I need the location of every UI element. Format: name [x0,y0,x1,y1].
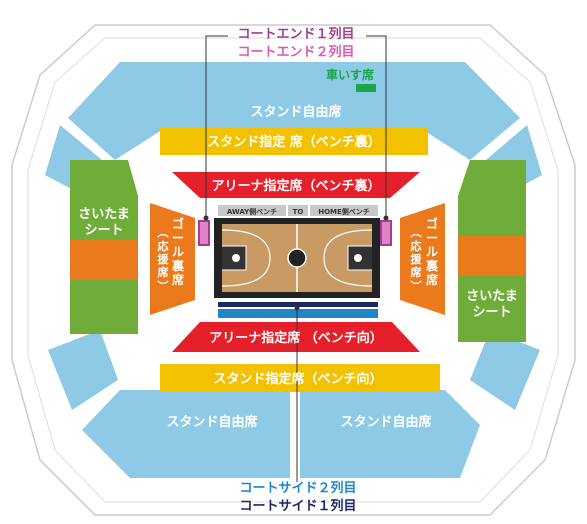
svg-text:援: 援 [411,252,423,266]
bench-away-label: AWAY側ベンチ [227,207,277,216]
court-end-leader-left-dot [203,215,209,221]
court-end-leader-right-dot [383,215,389,221]
saitama-seat-right-accent [458,236,526,276]
saitama-seat-right-top[interactable] [458,160,526,196]
court-three-left [221,229,271,287]
svg-text:ー: ー [426,231,438,245]
wheelchair-label: 車いす席 [326,67,374,82]
court-side-row1-label: コートサイド１列目 [239,498,356,514]
arena-reserved-bench-back[interactable] [172,172,420,198]
svg-text:席: 席 [411,265,422,279]
saitama-seat-left-lower[interactable] [70,314,138,334]
court-center-circle [287,248,307,268]
goal-back-left[interactable] [150,203,195,315]
stand-free-bottom-left[interactable] [82,390,290,478]
svg-text:ゴ: ゴ [426,216,438,231]
goal-back-left-label: ゴ ー ル 裏 席 ︵ 応 援 席 ︶ [157,216,185,293]
court-end-row1-label: コートエンド１列目 [237,26,354,42]
svg-text:席: 席 [426,272,438,287]
court-side-row2-label: コートサイド２列目 [239,480,356,496]
court-hoop-right [354,254,362,262]
bench-to-label: TO [293,208,304,216]
svg-text:応: 応 [158,239,169,253]
svg-text:︶: ︶ [157,279,170,293]
stand-free-bottom-right-label: スタンド自由席 [340,414,431,430]
svg-text:ル: ル [172,245,184,259]
svg-text:席: 席 [172,272,184,287]
saitama-seat-right-label-2: シート [472,305,511,320]
goal-back-right[interactable] [400,203,445,315]
stand-free-top[interactable] [68,62,520,160]
saitama-seat-left-label-1: さいたま [78,207,130,222]
stand-reserved-bench-back-label: スタンド指定 席（ベンチ裏） [207,134,381,150]
svg-text:援: 援 [158,252,170,266]
saitama-seat-right-label-1: さいたま [466,289,518,304]
saitama-seat-left-accent [70,240,138,280]
wheelchair-seat[interactable] [356,84,376,92]
bench-to [288,205,308,216]
arena-reserved-bench-front-label: アリーナ指定席 （ベンチ向） [209,330,383,346]
court-side-row2 [218,309,378,318]
svg-text:裏: 裏 [171,258,185,273]
stand-free-bottom-right[interactable] [300,390,480,478]
svg-text:ー: ー [172,231,184,245]
goal-back-right-label: ゴ ー ル 裏 席 ︵ 応 援 席 ︶ [410,216,439,293]
bench-home [310,205,378,216]
arena-reserved-bench-front[interactable] [172,322,420,352]
arena-reserved-bench-back-label: アリーナ指定席（ベンチ裏） [211,178,380,194]
saitama-seat-left-label-2: シート [84,223,123,238]
stand-free-top-label: スタンド自由席 [250,104,341,120]
court-hoop-left [232,254,240,262]
saitama-seat-left-top[interactable] [70,160,138,196]
stand-free-left-lower[interactable] [48,330,118,410]
court-side-row1 [218,302,378,307]
svg-text:ル: ル [426,245,438,259]
svg-text:︵: ︵ [157,226,170,239]
stand-reserved-bench-back[interactable] [160,128,428,155]
court-end-marker-left-inner [200,222,208,244]
svg-text:席: 席 [158,265,169,279]
stand-reserved-bench-front-label: スタンド指定席（ベンチ向） [213,371,382,387]
svg-text:ゴ: ゴ [172,216,184,231]
arena-inner-outline [27,37,559,503]
bench-home-label: HOME側ベンチ [318,207,370,216]
svg-text:裏: 裏 [425,258,439,273]
court-end-marker-right-inner [382,222,390,244]
svg-text:︶: ︶ [410,279,423,293]
saitama-seat-right-lower[interactable] [458,326,526,342]
court-three-right [323,229,373,287]
court-end-row2-label: コートエンド２列目 [237,44,354,60]
svg-text:︵: ︵ [410,226,423,239]
bench-away [218,205,286,216]
court-end-leader-left [205,35,228,218]
stand-free-right-lower[interactable] [470,330,540,410]
court-end-leader-right [366,35,387,218]
svg-text:応: 応 [411,239,422,253]
court-side-leader-dot [294,305,300,311]
stand-reserved-bench-front[interactable] [160,364,440,392]
stand-free-bottom-left-label: スタンド自由席 [166,414,257,430]
